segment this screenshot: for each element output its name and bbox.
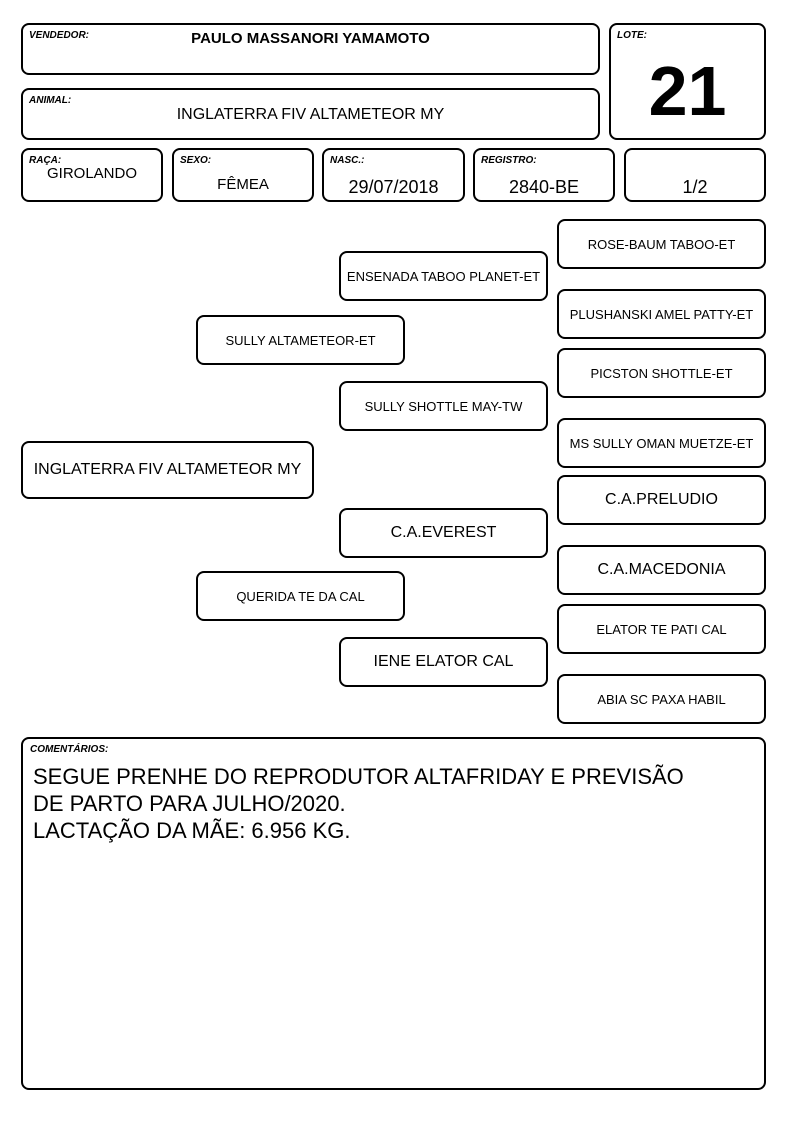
pedigree-ggp-6: C.A.MACEDONIA [557,545,766,595]
comments-line-3: LACTAÇÃO DA MÃE: 6.956 KG. [33,818,351,843]
registro-box: REGISTRO: 2840-BE [473,148,615,202]
lote-label: LOTE: [617,30,647,41]
pedigree-ggp-1: ROSE-BAUM TABOO-ET [557,219,766,269]
pedigree-ggp-5: C.A.PRELUDIO [557,475,766,525]
sexo-value: FÊMEA [217,176,269,193]
vendedor-label: VENDEDOR: [29,30,90,41]
raca-label: RAÇA: [29,155,62,166]
pedigree-ggp-4: MS SULLY OMAN MUETZE-ET [557,418,766,468]
nasc-box: NASC.: 29/07/2018 [322,148,465,202]
pedigree-dam-sire: C.A.EVEREST [339,508,548,558]
pedigree-dam-dam: IENE ELATOR CAL [339,637,548,687]
pedigree-ggp-7: ELATOR TE PATI CAL [557,604,766,654]
raca-value: GIROLANDO [46,165,137,182]
comments-line-2: DE PARTO PARA JULHO/2020. [33,791,346,816]
animal-value: INGLATERRA FIV ALTAMETEOR MY [176,106,445,123]
animal-box: ANIMAL: INGLATERRA FIV ALTAMETEOR MY [21,88,600,140]
lote-value: 21 [648,52,727,130]
nasc-label: NASC.: [330,155,365,166]
comments-box: COMENTÁRIOS: SEGUE PRENHE DO REPRODUTOR … [21,737,766,1090]
comments-label: COMENTÁRIOS: [30,744,109,755]
registro-label: REGISTRO: [481,155,537,166]
vendedor-box: VENDEDOR: PAULO MASSANORI YAMAMOTO [21,23,600,75]
grau-value: 1/2 [682,177,708,197]
pedigree-ggp-3: PICSTON SHOTTLE-ET [557,348,766,398]
pedigree-sire-sire: ENSENADA TABOO PLANET-ET [339,251,548,301]
pedigree-ggp-8: ABIA SC PAXA HABIL [557,674,766,724]
comments-line-1: SEGUE PRENHE DO REPRODUTOR ALTAFRIDAY E … [33,764,684,789]
raca-box: RAÇA: GIROLANDO [21,148,163,202]
pedigree-animal: INGLATERRA FIV ALTAMETEOR MY [21,441,314,499]
vendedor-value: PAULO MASSANORI YAMAMOTO [191,30,430,47]
pedigree-ggp-2: PLUSHANSKI AMEL PATTY-ET [557,289,766,339]
lote-box: LOTE: 21 [609,23,766,140]
animal-label: ANIMAL: [29,95,72,106]
nasc-value: 29/07/2018 [348,177,439,197]
pedigree-sire: SULLY ALTAMETEOR-ET [196,315,405,365]
sexo-box: SEXO: FÊMEA [172,148,314,202]
pedigree-sire-dam: SULLY SHOTTLE MAY-TW [339,381,548,431]
pedigree-dam: QUERIDA TE DA CAL [196,571,405,621]
registro-value: 2840-BE [508,177,580,197]
comments-text: SEGUE PRENHE DO REPRODUTOR ALTAFRIDAY E … [33,763,684,844]
sexo-label: SEXO: [180,155,212,166]
grau-box: 1/2 [624,148,766,202]
